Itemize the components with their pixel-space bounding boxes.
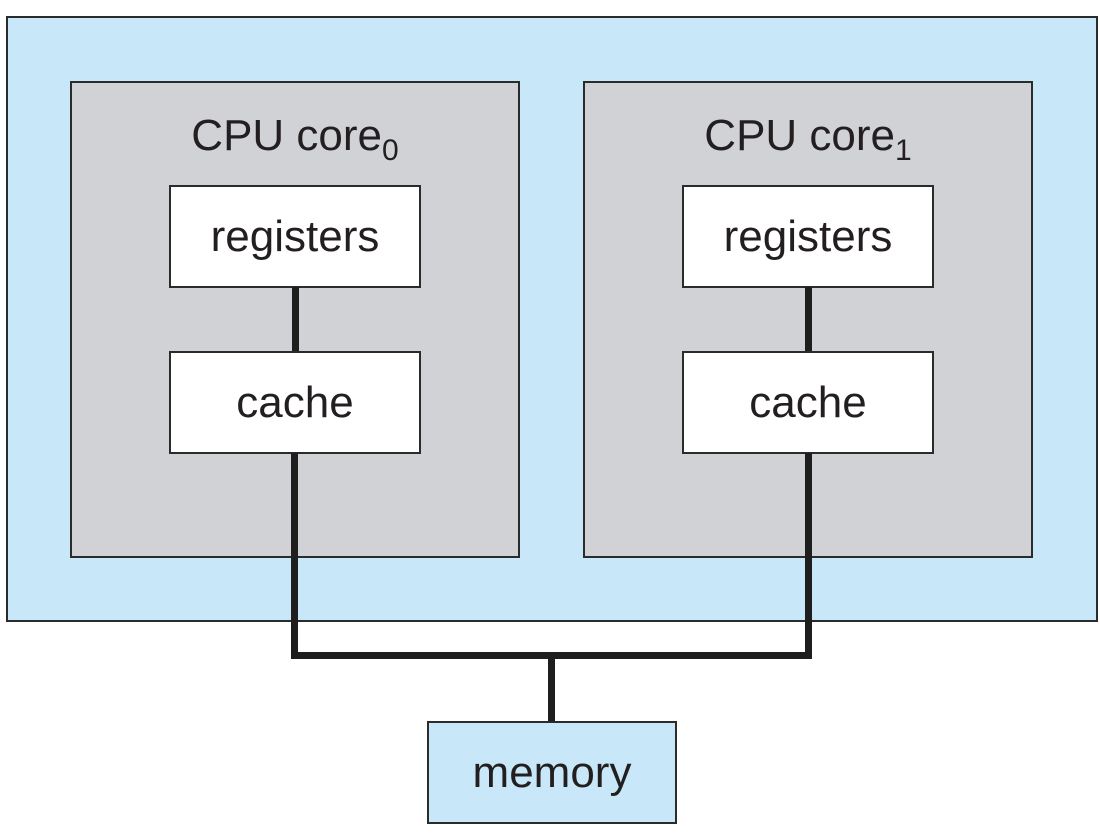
cpu-core-0-subscript: 0	[382, 134, 399, 167]
core-0-registers-label: registers	[210, 211, 380, 261]
core-1-registers-label: registers	[723, 211, 893, 261]
core-1-registers-cache-link	[805, 287, 812, 351]
core-0-cache-label: cache	[236, 377, 354, 427]
cpu-core-1-title: CPU core1	[583, 110, 1033, 166]
core-1-cache-label: cache	[749, 377, 867, 427]
core-0-cache: cache	[169, 351, 421, 454]
cpu-core-1-label: CPU core	[704, 111, 896, 160]
core-0-registers: registers	[169, 185, 421, 288]
bus-memory-link	[548, 655, 555, 722]
cpu-core-1-subscript: 1	[895, 134, 912, 167]
core-1-registers: registers	[682, 185, 934, 288]
cpu-core-0-title: CPU core0	[70, 110, 520, 166]
cpu-core-0-label: CPU core	[191, 111, 383, 160]
core-0-registers-cache-link	[292, 287, 299, 351]
core-1-cache: cache	[682, 351, 934, 454]
memory-label: memory	[472, 747, 632, 797]
memory: memory	[427, 721, 677, 824]
core-0-cache-bus-link	[291, 453, 298, 659]
core-1-cache-bus-link	[805, 453, 812, 659]
